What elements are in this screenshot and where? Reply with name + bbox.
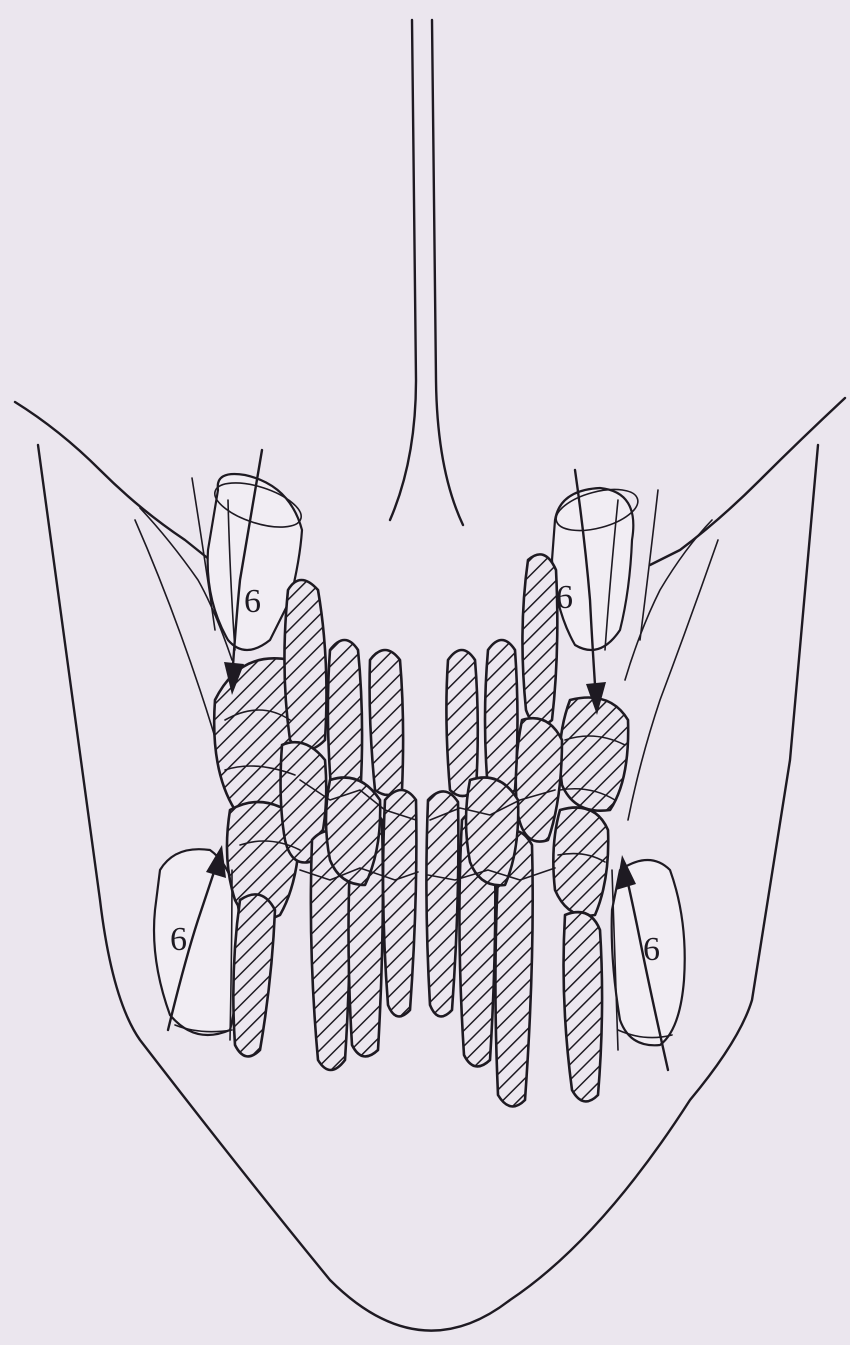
tooth-right-10	[426, 791, 458, 1016]
tooth-left-8	[370, 650, 404, 795]
maxilla-outline	[15, 398, 845, 680]
nasal-septum	[390, 20, 463, 525]
lower-left-molar: 6	[154, 849, 240, 1035]
tooth-right-4	[516, 718, 562, 841]
tooth-right-6	[485, 640, 518, 798]
tooth-right-1	[560, 698, 628, 811]
upper-right-molar: 6	[552, 482, 642, 650]
tooth-left-10	[383, 790, 416, 1016]
dentition-hatched	[214, 554, 628, 1106]
tooth-right-2	[553, 808, 608, 916]
tooth-right-3	[522, 554, 557, 725]
tooth-right-8	[446, 650, 477, 796]
upper-left-molar-label: 6	[244, 583, 261, 620]
tooth-right-5	[564, 912, 603, 1101]
tooth-left-11	[326, 778, 380, 886]
tooth-left-5	[233, 894, 275, 1056]
tooth-right-11	[466, 778, 518, 886]
lower-left-molar-label: 6	[170, 921, 187, 958]
tooth-left-3	[284, 580, 326, 750]
